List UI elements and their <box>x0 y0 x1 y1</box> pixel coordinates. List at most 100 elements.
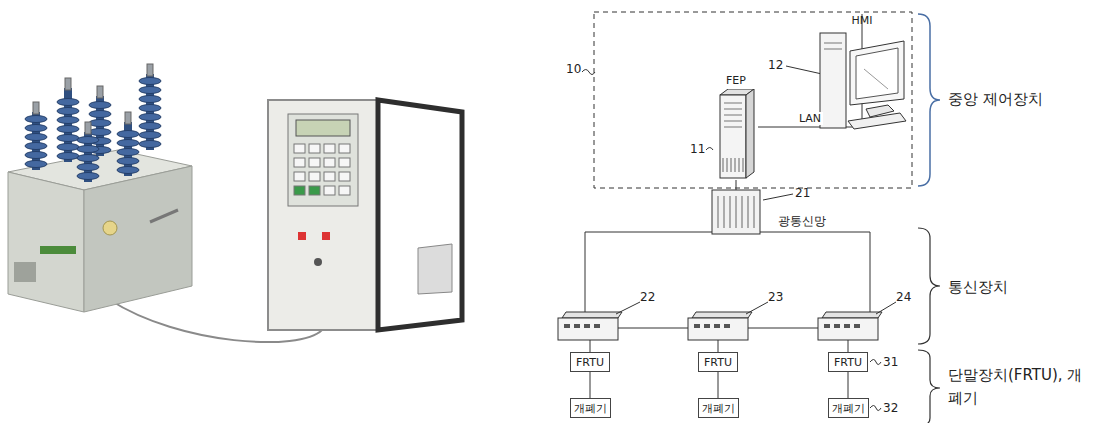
key <box>339 144 350 153</box>
bushing-shed <box>25 134 47 141</box>
server-bay <box>724 109 742 110</box>
door-pocket <box>418 244 452 294</box>
bushing-shed <box>139 105 161 112</box>
bushing-shed <box>57 153 79 160</box>
bushing-terminal <box>65 78 71 90</box>
terminal-box: 개폐기 <box>698 398 739 418</box>
leader-line <box>763 194 793 200</box>
bushing-shed <box>117 149 139 156</box>
bushing-shed <box>77 146 99 153</box>
server-bay <box>724 121 742 122</box>
bushing-shed <box>139 87 161 94</box>
bushing-terminal <box>147 64 153 76</box>
terminal-box: FRTU <box>828 352 868 372</box>
bushing-shed <box>57 108 79 115</box>
rack-slots <box>718 196 754 228</box>
box-label: FRTU <box>576 356 604 369</box>
key <box>294 172 305 181</box>
bushing-shed <box>77 155 99 162</box>
hmi-computer: HMI <box>814 14 910 132</box>
control-group-box <box>594 12 912 188</box>
key <box>339 186 350 195</box>
leader-line <box>870 360 881 365</box>
network-device <box>558 312 622 340</box>
recloser-plate <box>40 246 76 254</box>
server-vent <box>743 158 744 172</box>
pc-glare <box>864 69 888 89</box>
network-device <box>688 312 752 340</box>
control-panel <box>288 114 358 206</box>
server-front <box>720 95 746 178</box>
bushing-group <box>25 64 161 182</box>
indicator-lamp <box>298 232 306 240</box>
server-side <box>746 89 754 178</box>
box-label: 개폐기 <box>574 401 607 416</box>
bushing-shed <box>25 116 47 123</box>
server-bay <box>724 127 742 128</box>
leader-line <box>706 148 713 151</box>
group-brace <box>918 14 940 186</box>
key <box>324 158 335 167</box>
leader-line <box>786 66 822 74</box>
bushing-terminal <box>33 102 39 114</box>
connector-line <box>590 372 591 398</box>
server-vent <box>735 158 736 172</box>
server-vent <box>727 158 728 172</box>
server-bay <box>724 115 742 116</box>
bushing-shed <box>117 158 139 165</box>
drop-line <box>848 340 849 352</box>
keypad <box>294 144 350 195</box>
callout-number: 24 <box>896 290 911 304</box>
terminal-box: FRTU <box>570 352 610 372</box>
leader-line <box>870 406 881 411</box>
recloser-indicator <box>103 221 117 235</box>
drop-line <box>718 340 719 352</box>
bushing-shed <box>117 140 139 147</box>
box-label: 개폐기 <box>702 401 735 416</box>
bushing-shed <box>89 102 111 109</box>
recloser-front <box>8 172 84 312</box>
bushing-shed <box>25 143 47 150</box>
group-brace <box>918 228 940 344</box>
bushing-shed <box>57 135 79 142</box>
box-label: FRTU <box>704 356 732 369</box>
leader-line <box>876 302 896 314</box>
key <box>294 144 305 153</box>
key <box>294 158 305 167</box>
callout-number: 23 <box>768 290 783 304</box>
callout-number: 22 <box>640 290 655 304</box>
group-label: 중앙 제어장치 <box>948 90 1043 108</box>
key <box>324 172 335 181</box>
control-door <box>378 100 462 330</box>
server-icon <box>714 89 758 180</box>
bushing-shed <box>57 117 79 124</box>
box-label: FRTU <box>834 356 862 369</box>
lock <box>314 258 322 266</box>
ring-line <box>748 328 818 329</box>
connector-line <box>718 372 719 398</box>
pc-monitor <box>850 41 904 105</box>
recloser-vent <box>14 262 36 282</box>
leader-line <box>582 70 595 75</box>
server-bay <box>724 103 742 104</box>
uplink-line <box>736 180 737 190</box>
server-vent <box>723 158 724 172</box>
callout-number: 21 <box>795 186 810 200</box>
icon-label: HMI <box>851 14 872 27</box>
bushing-shed <box>139 96 161 103</box>
key <box>294 186 305 195</box>
terminal-box: FRTU <box>698 352 738 372</box>
network-device <box>818 312 882 340</box>
bushing-shed <box>139 141 161 148</box>
key <box>309 158 320 167</box>
ring-line <box>585 232 712 314</box>
pc-slot <box>824 43 842 44</box>
key <box>309 144 320 153</box>
bushing-terminal <box>97 86 103 98</box>
bushing-shed <box>57 126 79 133</box>
callout-number: 10 <box>566 62 581 76</box>
drop-line <box>590 340 591 352</box>
callout-number: 12 <box>768 58 783 72</box>
